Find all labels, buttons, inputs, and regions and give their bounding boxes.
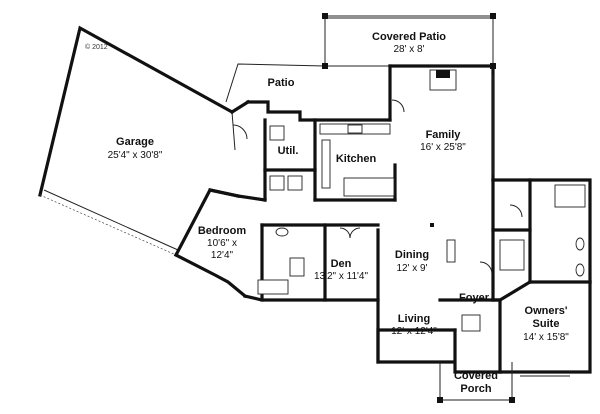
bedroom-name: Bedroom	[198, 225, 247, 237]
patio-outline	[225, 63, 390, 103]
foyer-name: Foyer	[459, 292, 490, 304]
dining-dims: 12' x 9'	[396, 263, 427, 274]
house-walls	[173, 64, 592, 374]
covered-porch-name: Covered	[454, 370, 498, 382]
garage-dims: 25'4" x 30'8"	[108, 150, 163, 161]
covered-patio-dims: 28' x 8'	[393, 44, 424, 55]
family-dims: 16' x 25'8"	[420, 142, 466, 153]
fixtures	[257, 69, 586, 403]
labels: © 2012 Covered Patio 28' x 8' Patio Gara…	[85, 31, 569, 395]
owners-suite-name-2: Suite	[533, 318, 560, 330]
bedroom-dims-2: 12'4"	[211, 250, 234, 261]
util-name: Util.	[278, 145, 299, 157]
covered-patio-outline	[322, 13, 496, 69]
dining-name: Dining	[395, 249, 429, 261]
interior-walls	[208, 118, 592, 303]
family-name: Family	[426, 129, 462, 141]
garage-walls	[38, 25, 251, 299]
owners-suite-dims: 14' x 15'8"	[523, 332, 569, 343]
copyright-text: © 2012	[85, 43, 108, 51]
den-name: Den	[331, 258, 352, 270]
living-name: Living	[398, 313, 430, 325]
owners-suite-name: Owners'	[525, 305, 568, 317]
patio-name: Patio	[268, 77, 295, 89]
bedroom-dims: 10'6" x	[207, 238, 237, 249]
covered-porch-name-2: Porch	[460, 383, 491, 395]
den-dims: 13'2" x 11'4"	[314, 271, 369, 282]
living-dims: 12' x 12'4"	[391, 326, 437, 337]
covered-patio-name: Covered Patio	[372, 31, 446, 43]
kitchen-name: Kitchen	[336, 153, 377, 165]
garage-name: Garage	[116, 136, 154, 148]
